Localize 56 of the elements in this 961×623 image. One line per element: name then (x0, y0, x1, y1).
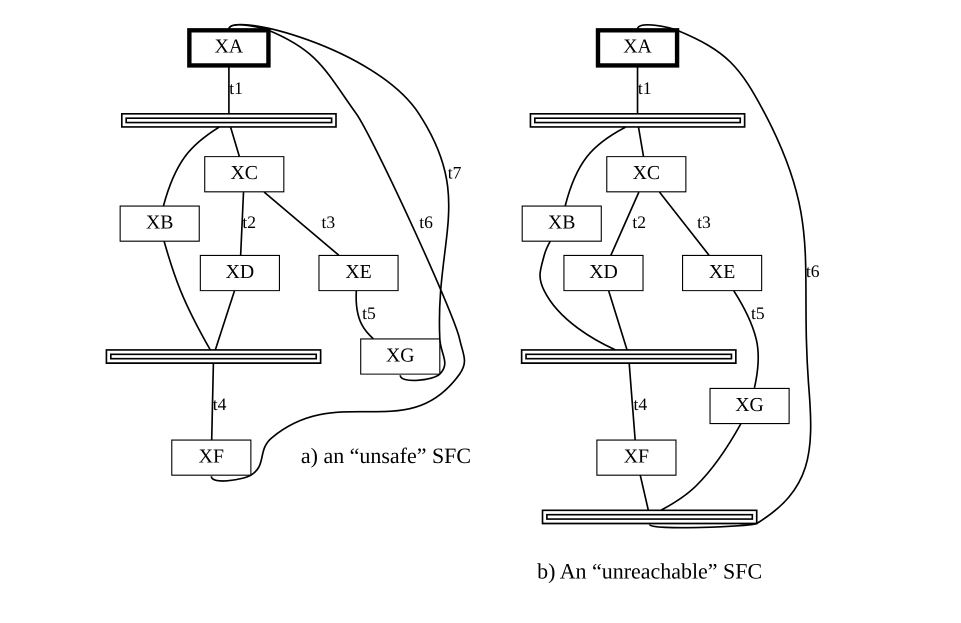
node-bar (120, 112, 336, 128)
connector (162, 126, 220, 206)
connector (228, 66, 230, 114)
connector (637, 126, 644, 157)
edge-label: t5 (362, 302, 376, 323)
node-box: XB (119, 206, 200, 242)
connector (263, 192, 339, 256)
connector (229, 126, 240, 157)
connector (732, 290, 758, 388)
node-box: XE (682, 254, 762, 292)
label: b) An “unreachable” SFC (536, 558, 762, 584)
node-bar (529, 112, 745, 128)
connector (564, 126, 626, 206)
connector (638, 475, 649, 510)
edge-label: t4 (632, 394, 647, 414)
connector (628, 363, 636, 440)
edge-label: t6 (418, 212, 432, 232)
node-box: XE (318, 254, 398, 292)
connector (210, 363, 214, 440)
node-box: XG (708, 388, 790, 424)
edge-label: t7 (447, 162, 461, 182)
edge-label: t2 (632, 212, 646, 232)
connector (636, 24, 811, 528)
label: a) an “unsafe” SFC (300, 443, 471, 468)
edge-label: t1 (228, 78, 242, 98)
node-box: XC (606, 156, 686, 192)
node-box: XB (521, 206, 602, 242)
connector (610, 192, 640, 256)
node-bar (541, 510, 758, 524)
connector (210, 24, 465, 482)
node-bar (105, 349, 321, 364)
connector (636, 66, 638, 114)
connector (354, 290, 374, 340)
node-box: XF (596, 439, 676, 476)
connector (538, 240, 616, 351)
edge-label: t4 (212, 394, 226, 414)
connector (660, 423, 742, 512)
connector (658, 192, 710, 256)
edge-label: t3 (320, 212, 335, 232)
connector (607, 290, 628, 350)
edge-label: t6 (805, 261, 820, 282)
node-box: XF (170, 439, 251, 476)
node-box: XA (595, 28, 679, 68)
node-box: XD (199, 254, 280, 292)
edge-label: t3 (696, 212, 710, 232)
edge-label: t5 (750, 302, 764, 323)
node-bar (520, 349, 736, 364)
edge-label: t2 (242, 212, 256, 232)
connector (162, 241, 210, 350)
node-box: XG (360, 338, 440, 375)
connector (239, 192, 244, 256)
node-box: XC (204, 156, 284, 192)
node-box: XA (186, 28, 270, 68)
connector (214, 290, 235, 350)
node-box: XD (562, 254, 644, 292)
connector (228, 24, 449, 382)
